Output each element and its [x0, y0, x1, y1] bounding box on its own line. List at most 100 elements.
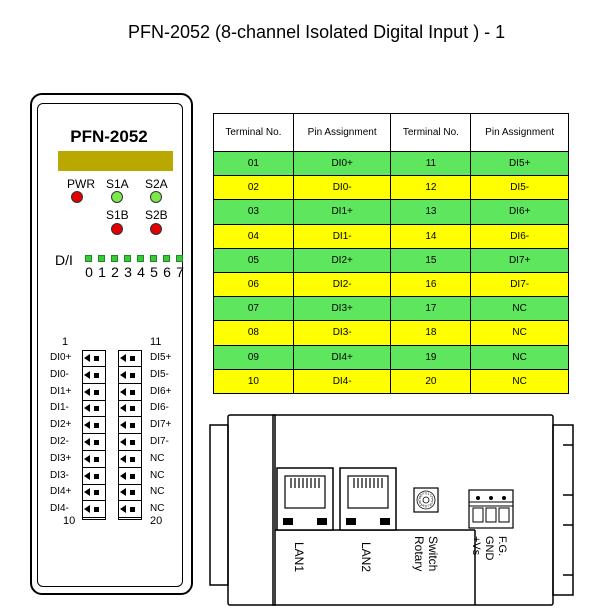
rotary-digit: 3 [431, 496, 433, 500]
pin-assignment-cell: DI5+ [470, 150, 569, 177]
terminal-label-right: NC [150, 452, 165, 464]
terminal-block-right [118, 350, 142, 520]
pin-assignment-cell: DI6- [470, 223, 569, 249]
pin-assignment-cell: DI7- [470, 271, 569, 298]
terminal-number-bottom-right: 20 [150, 515, 163, 527]
led-label-pwr: PWR [67, 177, 95, 191]
lan2-label: LAN2 [359, 542, 373, 572]
rotary-digit: C [418, 498, 421, 502]
terminal-label-left: DI2+ [50, 419, 72, 431]
rotary-digit: 8 [425, 505, 427, 509]
terminal-screw [119, 418, 141, 435]
terminal-number-cell: 18 [390, 320, 472, 346]
led-label-s1a: S1A [106, 177, 129, 191]
di-led-6 [163, 255, 170, 262]
module-model-name: PFN-2052 [70, 127, 148, 146]
rotary-digit: A [420, 503, 423, 507]
header-pin-assignment-left: Pin Assignment [292, 113, 392, 152]
di-channel-number: 3 [124, 264, 132, 280]
header-terminal-no-right: Terminal No. [390, 113, 472, 152]
pin-assignment-cell: DI6+ [470, 199, 569, 225]
terminal-screw [83, 452, 105, 468]
pin-assignment-cell: NC [470, 344, 569, 370]
terminal-label-left: DI2- [50, 436, 69, 447]
terminal-label-right: NC [150, 486, 165, 498]
terminal-number-top-left: 1 [62, 336, 69, 348]
power-connector-icon [468, 489, 514, 529]
terminal-number-cell: 01 [213, 150, 294, 177]
terminal-number-cell: 15 [390, 247, 472, 273]
rotary-digit: 5 [431, 501, 433, 505]
pin-assignment-cell: NC [470, 296, 569, 322]
terminal-label-left: DI4+ [50, 486, 72, 498]
header-terminal-no-left: Terminal No. [213, 113, 294, 152]
pin-assignment-cell: NC [470, 368, 569, 395]
table-header-row: Terminal No. Pin Assignment Terminal No.… [213, 113, 569, 152]
module-label-strip [58, 151, 173, 171]
rotary-digit: E [420, 494, 422, 498]
power-label-fg: F.G. [496, 536, 508, 556]
pin-assignment-cell: DI1- [292, 223, 392, 249]
di-channel-number: 6 [163, 264, 171, 280]
rotary-digit: 0 [425, 492, 427, 496]
module-front-outline [30, 93, 193, 595]
pin-assignment-cell: NC [470, 320, 569, 346]
terminal-number-cell: 02 [213, 175, 294, 201]
terminal-screw [119, 435, 141, 451]
di-channel-number: 4 [137, 264, 145, 280]
terminal-screw [119, 452, 141, 468]
terminal-label-right: NC [150, 503, 165, 515]
terminal-number-bottom-left: 10 [63, 515, 76, 527]
di-channel-number: 7 [176, 264, 184, 280]
rotary-digit: 2 [430, 494, 432, 498]
terminal-screw [119, 385, 141, 401]
lan1-label: LAN1 [292, 542, 306, 572]
terminal-screw [83, 435, 105, 451]
led-label-s1b: S1B [106, 208, 129, 222]
terminal-screw [83, 485, 105, 502]
pin-assignment-cell: DI4- [292, 368, 392, 395]
terminal-number-top-right: 11 [150, 336, 162, 348]
terminal-screw [83, 502, 105, 519]
terminal-number-cell: 07 [213, 296, 294, 322]
rotary-digit: F [423, 492, 425, 496]
led-s1b-indicator [111, 223, 123, 235]
bottom-left-flange [209, 424, 229, 586]
terminal-label-right: DI7+ [150, 419, 172, 431]
pin-assignment-cell: DI0- [292, 175, 392, 201]
led-s1a-indicator [111, 191, 123, 203]
terminal-label-right: DI6- [150, 402, 169, 414]
led-pwr-indicator [71, 191, 83, 203]
pin-assignment-cell: DI2- [292, 271, 392, 298]
terminal-screw [119, 502, 141, 519]
terminal-number-cell: 14 [390, 223, 472, 249]
di-label: D/I [55, 252, 73, 268]
rotary-digit: 1 [428, 492, 430, 496]
pin-assignment-cell: DI1+ [292, 199, 392, 225]
terminal-screw [83, 469, 105, 485]
terminal-number-cell: 20 [390, 368, 472, 395]
rotary-switch-label-line2: Switch [426, 536, 440, 571]
page-title: PFN-2052 (8-channel Isolated Digital Inp… [128, 22, 506, 42]
terminal-number-cell: 13 [390, 199, 472, 225]
pin-assignment-cell: DI5- [470, 175, 569, 201]
terminal-number-cell: 03 [213, 199, 294, 225]
pin-assignment-cell: DI2+ [292, 247, 392, 273]
terminal-screw [119, 469, 141, 485]
lan2-port-icon [339, 467, 397, 531]
di-channel-number: 5 [150, 264, 158, 280]
terminal-number-cell: 08 [213, 320, 294, 346]
pin-assignment-cell: DI3- [292, 320, 392, 346]
di-led-5 [150, 255, 157, 262]
terminal-number-cell: 11 [390, 150, 472, 177]
